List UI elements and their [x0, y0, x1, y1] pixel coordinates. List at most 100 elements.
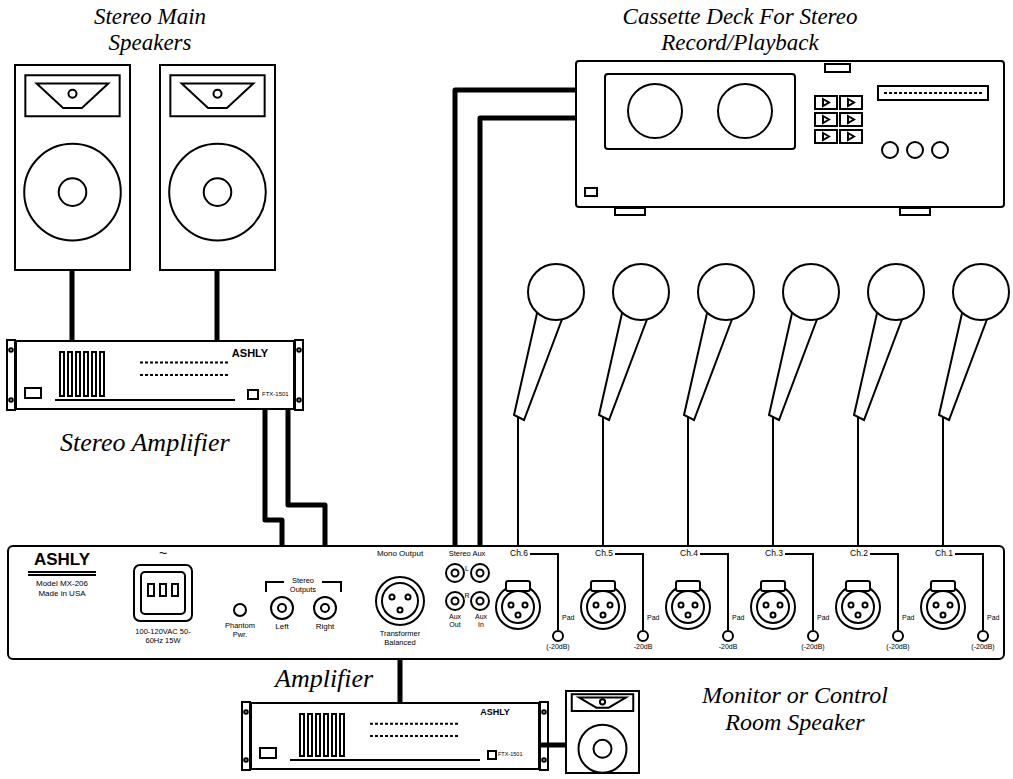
transport-button [840, 96, 862, 109]
transport-button [815, 130, 837, 143]
xlr-insert [587, 591, 619, 623]
power-inlet [134, 565, 192, 621]
horn-mouth [579, 698, 626, 708]
vent-slot [300, 714, 304, 756]
vent-slot [332, 714, 336, 756]
xlr-insert [672, 591, 704, 623]
level-meter [370, 723, 460, 725]
speaker-cabinet [15, 65, 130, 270]
push-tab [676, 581, 700, 591]
mic-head [953, 264, 1009, 320]
channel-label: Ch.3 [765, 548, 783, 558]
xlr-pin [679, 603, 684, 608]
button-symbol [823, 99, 829, 106]
horn [25, 75, 119, 116]
rack-hole [297, 348, 301, 352]
mic-cable [942, 416, 944, 545]
heading: Stereo Main Speakers [70, 4, 230, 56]
vent-slot [84, 352, 88, 396]
push-tab [506, 581, 530, 591]
phantom-switch [234, 604, 246, 616]
counter-display [878, 86, 988, 100]
rca-jack [471, 592, 489, 610]
mic-head [783, 264, 839, 320]
mic-cable [857, 416, 859, 545]
power-pin [148, 584, 154, 596]
level-meter [140, 374, 230, 376]
amplifier: AmplifierASHLYFTX-1501 [250, 702, 540, 770]
jack-label: Aux Out [447, 613, 463, 630]
bracket [870, 554, 898, 630]
pad-label: Pad [647, 614, 659, 622]
xlr-pin [390, 595, 395, 600]
channel-label: Ch.2 [850, 548, 868, 558]
horn-driver [68, 90, 76, 98]
jack-label: Aux In [473, 613, 489, 630]
tape-reel [628, 84, 682, 138]
pad-label: Pad [902, 614, 914, 622]
woofer-cap [59, 178, 87, 206]
rack-hole [244, 758, 248, 762]
pad-value: (-20dB) [541, 643, 575, 651]
push-label: PUSH [761, 582, 785, 590]
rack-ear [242, 702, 250, 770]
pad-switch [723, 631, 733, 641]
heading: Amplifier [275, 664, 373, 693]
model-label: FTX-1501 [262, 391, 289, 398]
jack [271, 597, 293, 619]
cable [265, 410, 282, 545]
tape-window [605, 74, 795, 149]
heading: Monitor or Control Room Speaker [680, 682, 910, 736]
push-label: PUSH [591, 582, 615, 590]
xlr-pin [934, 603, 939, 608]
brand-logo: ASHLY [220, 347, 280, 360]
vent-slot [100, 352, 104, 396]
mic-head [613, 264, 669, 320]
power-pin [160, 584, 166, 596]
rack-ear [295, 340, 303, 410]
xlr-pin [523, 603, 528, 608]
push-tab [931, 581, 955, 591]
xlr-insert [927, 591, 959, 623]
push-label: PUSH [506, 582, 530, 590]
rca-pin [477, 570, 484, 577]
mixer-rear-panel: ASHLYModel MX-206 Made in USA100-120VAC … [7, 545, 1005, 660]
mic-head [528, 264, 584, 320]
rca-pin [477, 598, 484, 605]
panel-line [290, 759, 480, 761]
pad-label: Pad [732, 614, 744, 622]
ac-symbol: ~ [153, 546, 173, 560]
panel-label: Phantom Pwr. [220, 621, 260, 639]
xlr-pin [849, 603, 854, 608]
pad-label: Pad [562, 614, 574, 622]
power-button [585, 188, 597, 196]
heading: Stereo Amplifier [60, 428, 230, 457]
pad-switch [808, 631, 818, 641]
rack-hole [244, 710, 248, 714]
woofer-cap [204, 178, 232, 206]
vent-slot [92, 352, 96, 396]
rca-jack [471, 564, 489, 582]
cable [398, 660, 403, 702]
pad-switch [893, 631, 903, 641]
pad-value: (-20dB) [966, 643, 1000, 651]
bracket [530, 554, 558, 630]
power-inlet-socket [141, 572, 185, 614]
xlr-pin [778, 603, 783, 608]
woofer [24, 144, 121, 241]
pad-value: -20dB [711, 643, 745, 651]
button-symbol [823, 116, 829, 123]
button-symbol [823, 133, 829, 140]
xlr-pin [856, 613, 861, 618]
xlr-pin [509, 603, 514, 608]
cable [288, 410, 325, 545]
pad-switch [978, 631, 988, 641]
power-pin [172, 584, 178, 596]
horn-mouth [182, 83, 254, 108]
pad-label: Pad [987, 614, 999, 622]
rack-hole [542, 758, 546, 762]
rack-hole [9, 348, 13, 352]
panel-line [55, 399, 235, 401]
pad-label: Pad [817, 614, 829, 622]
